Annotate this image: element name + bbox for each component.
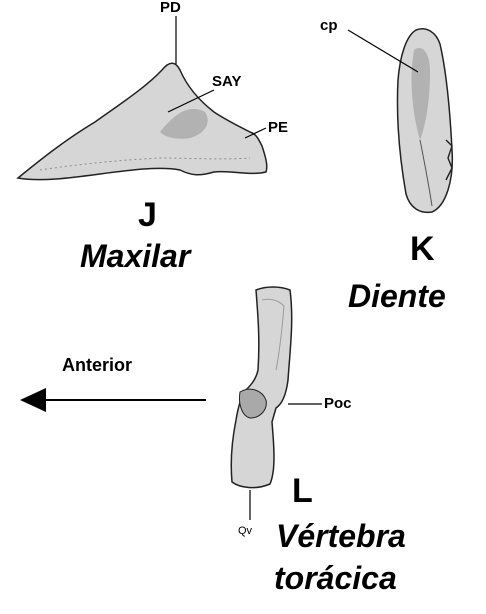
- label-pd: PD: [160, 0, 181, 15]
- caption-maxilar: Maxilar: [80, 240, 190, 272]
- tooth: [397, 29, 452, 213]
- panel-letter-l: L: [292, 474, 313, 508]
- caption-diente: Diente: [348, 280, 446, 312]
- label-pe: PE: [268, 120, 288, 135]
- label-cp: cp: [320, 18, 338, 33]
- direction-label: Anterior: [62, 356, 132, 374]
- label-poc: Poc: [324, 396, 352, 411]
- caption-vertebra: Vértebra: [276, 520, 406, 552]
- label-say: SAY: [212, 74, 241, 89]
- label-qv: Qv: [238, 526, 252, 537]
- caption-toracica: torácica: [274, 562, 397, 594]
- vertebra: [231, 287, 291, 488]
- anterior-arrow-icon: [20, 388, 206, 412]
- panel-letter-j: J: [138, 198, 157, 232]
- panel-letter-k: K: [410, 232, 435, 266]
